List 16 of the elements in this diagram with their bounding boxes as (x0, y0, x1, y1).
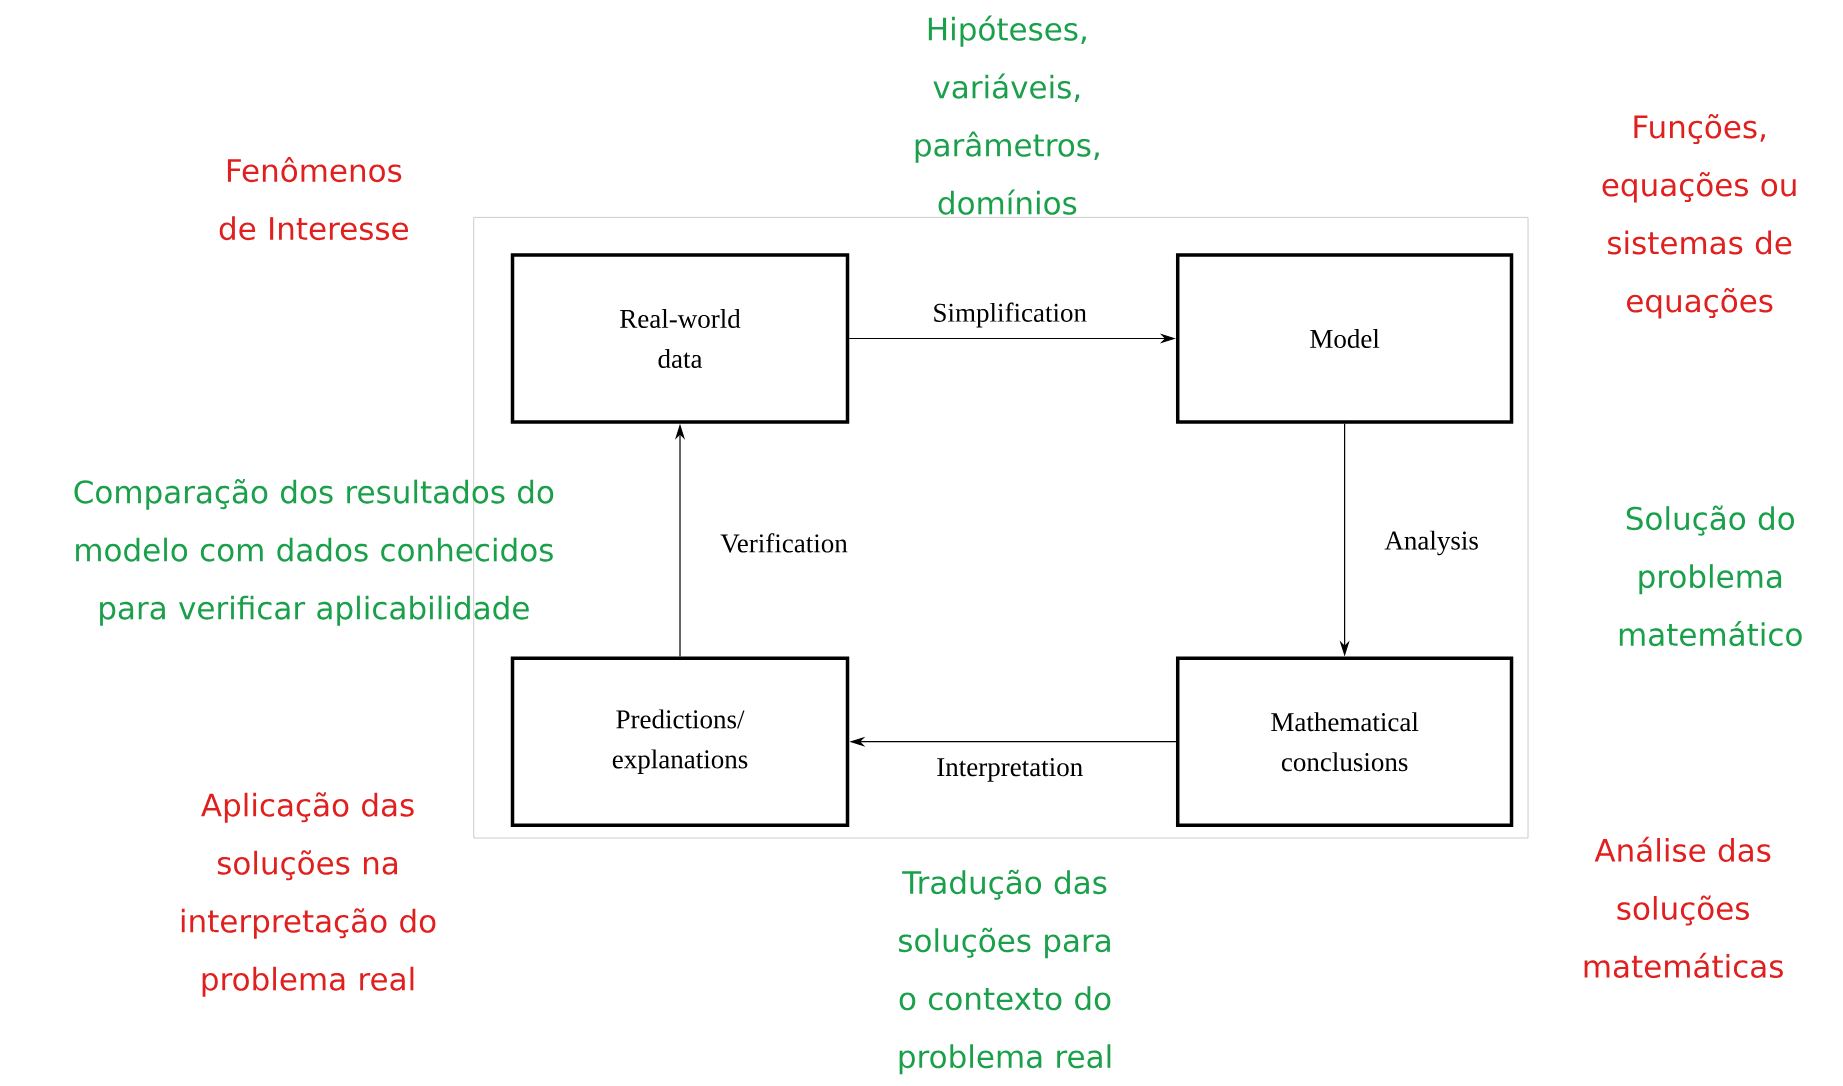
process-box: Model (1175, 253, 1514, 424)
edge-label: Interpretation (937, 758, 1083, 782)
edge-label: Simplification (934, 302, 1087, 328)
edge-label: Verification (720, 533, 848, 553)
annotation: Hipóteses, variáveis, parâmetros, domínios (915, 15, 1099, 215)
annotation: Tradução das soluções para o contexto do problema real (899, 869, 1111, 1075)
process-box: Real-world data (510, 253, 850, 424)
annotation: Aplicação das soluções na interpretação do problema real (181, 792, 436, 997)
annotation: Análise das soluções matemáticas (1584, 836, 1783, 978)
annotation: Solução do problema matemático (1619, 505, 1802, 647)
process-box: Mathematical conclusions (1175, 656, 1514, 827)
annotation: Funções, equações ou sistemas de equações (1602, 114, 1796, 319)
annotation: Comparação dos resultados do modelo com dados conhecidos para verificar aplicabilidade (74, 479, 554, 626)
process-box: Predictions/ explanations (510, 656, 850, 827)
edge-label: Analysis (1384, 530, 1478, 556)
annotation: Fenômenos de Interesse (219, 156, 408, 241)
